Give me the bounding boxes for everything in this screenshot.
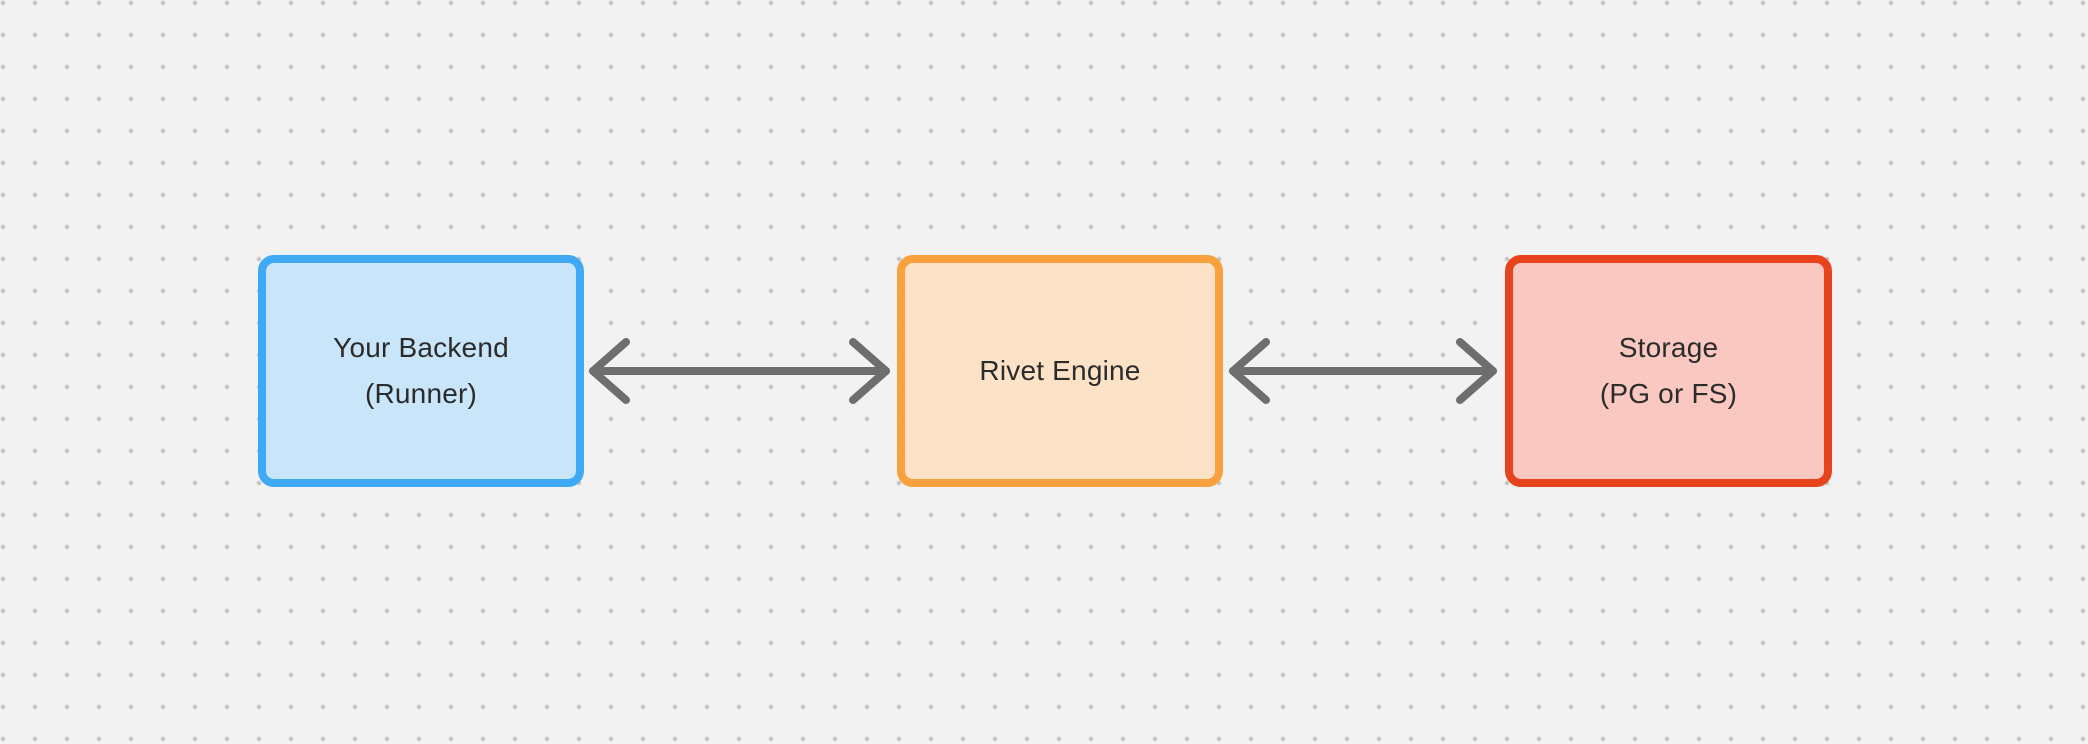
node-label-line2: (PG or FS)	[1599, 378, 1738, 409]
node-label-your-backend: Your Backend (Runner)	[333, 325, 509, 417]
node-your-backend-runner: Your Backend (Runner)	[258, 255, 584, 487]
double-arrow-backend-engine-icon	[589, 338, 890, 404]
node-storage-pg-or-fs: Storage (PG or FS)	[1505, 255, 1832, 487]
arrow-head-left	[589, 338, 630, 404]
node-rivet-engine: Rivet Engine	[897, 255, 1223, 487]
arrow-head-right	[849, 338, 890, 404]
node-label-storage: Storage (PG or FS)	[1600, 325, 1737, 417]
node-label-line1: Storage	[1618, 332, 1719, 363]
arrow-head-right	[1456, 338, 1497, 404]
double-arrow-engine-storage-icon	[1229, 338, 1497, 404]
arrow-head-left	[1229, 338, 1270, 404]
node-label-line1: Rivet Engine	[979, 355, 1141, 386]
node-label-line2: (Runner)	[364, 378, 478, 409]
node-label-line1: Your Backend	[333, 332, 509, 363]
node-label-rivet-engine: Rivet Engine	[979, 348, 1140, 394]
